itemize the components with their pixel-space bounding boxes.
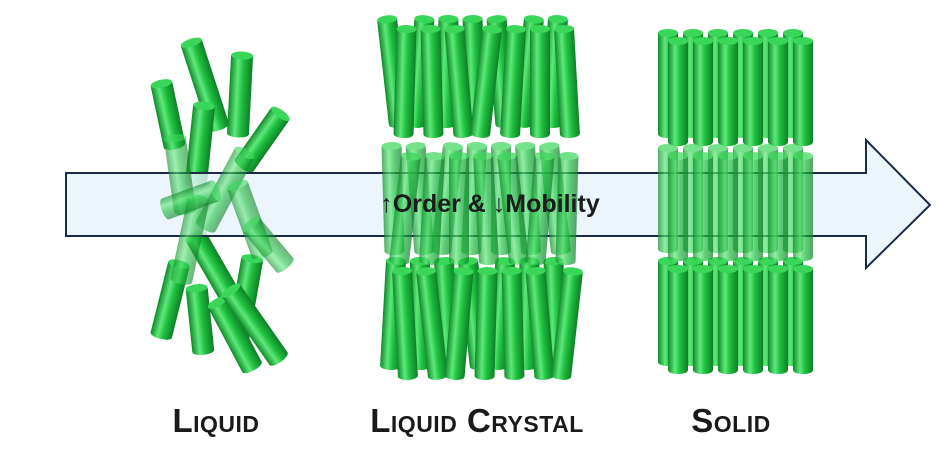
solid-rod	[743, 265, 763, 374]
liquid-crystal-rod	[554, 25, 580, 138]
liquid-rod	[160, 180, 221, 220]
solid-rod	[743, 152, 763, 261]
rods-behind-arrow	[150, 15, 813, 381]
liquid-crystal-rod	[555, 152, 579, 266]
liquid-crystal-rod	[530, 25, 550, 138]
liquid-rod	[207, 296, 262, 374]
solid-rod	[693, 265, 713, 374]
solid-rod	[793, 265, 813, 374]
phase-label-liquid-crystal: Liquid Crystal	[370, 402, 584, 439]
solid-rod	[668, 265, 688, 374]
solid-rod	[718, 152, 738, 261]
liquid-crystal-rod	[470, 25, 502, 138]
solid-rod	[668, 152, 688, 261]
liquid-rod	[185, 101, 216, 188]
liquid-crystal-rod	[449, 152, 469, 265]
solid-rod	[793, 37, 813, 146]
liquid-rod	[241, 216, 294, 273]
liquid-crystal-rod	[525, 267, 555, 380]
liquid-rod	[180, 37, 229, 132]
liquid-rod	[195, 146, 255, 233]
solid-rod	[668, 37, 688, 146]
liquid-crystal-rod	[525, 152, 555, 265]
liquid-crystal-rod	[551, 267, 583, 380]
liquid-crystal-rod	[389, 152, 421, 265]
solid-rod	[718, 37, 738, 146]
liquid-rod	[150, 79, 186, 150]
solid-rod	[693, 152, 713, 261]
liquid-crystal-rod	[474, 267, 498, 381]
arrow-label: ↑Order & ↓Mobility	[380, 190, 600, 218]
liquid-rod	[226, 51, 254, 138]
liquid-rod	[221, 283, 288, 366]
liquid-crystal-rod	[393, 25, 417, 139]
liquid-crystal-rod	[500, 25, 526, 138]
liquid-crystal-rod	[444, 267, 474, 380]
solid-rod	[768, 265, 788, 374]
solid-rod	[693, 37, 713, 146]
phase-label-solid: Solid	[691, 402, 771, 439]
solid-rod	[718, 265, 738, 374]
liquid-crystal-rod	[419, 152, 445, 265]
liquid-crystal-rod	[497, 152, 529, 265]
liquid-crystal-rod	[444, 25, 474, 138]
phase-label-liquid: Liquid	[172, 402, 260, 439]
solid-rod	[793, 152, 813, 261]
liquid-crystal-rod	[416, 267, 448, 380]
rods-over-arrow	[160, 134, 813, 285]
liquid-crystal-rod	[392, 267, 418, 380]
solid-rod	[768, 37, 788, 146]
liquid-crystal-rod	[473, 152, 499, 265]
solid-rod	[768, 152, 788, 261]
liquid-crystal-rod	[501, 267, 525, 381]
solid-rod	[743, 37, 763, 146]
liquid-rod	[185, 284, 215, 356]
liquid-crystal-rod	[420, 25, 444, 139]
